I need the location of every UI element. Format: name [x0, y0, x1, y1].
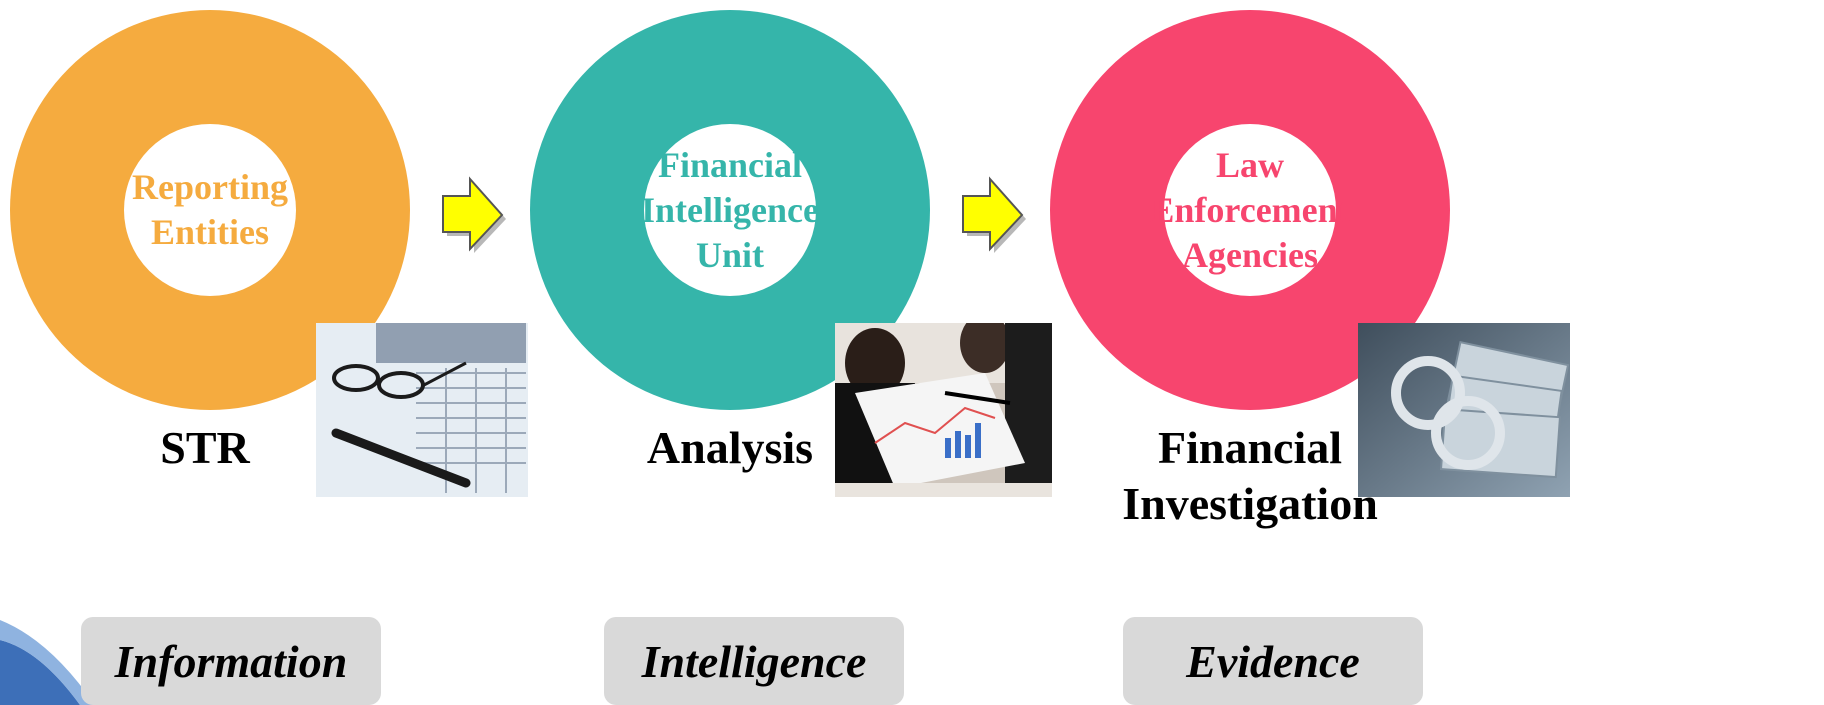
- information-box: Information: [81, 617, 381, 705]
- analysis-label: Analysis: [646, 422, 814, 473]
- fiu-label: Financial Intelligence Unit: [641, 144, 819, 275]
- arrow-right-icon: [442, 176, 506, 253]
- handcuffs-money-photo: [1358, 323, 1570, 497]
- law-enforcement-ring: Law Enforcement Agencies: [1050, 10, 1450, 410]
- reporting-entities-label: Reporting Entities: [132, 167, 288, 252]
- intelligence-box: Intelligence: [604, 617, 904, 705]
- str-label: STR: [160, 422, 250, 473]
- business-meeting-chart-photo: [835, 323, 1052, 497]
- arrow-right-icon: [962, 176, 1026, 253]
- law-enforcement-core: Law Enforcement Agencies: [1150, 124, 1350, 296]
- reporting-entities-core: Reporting Entities: [124, 124, 296, 296]
- evidence-box: Evidence: [1123, 617, 1423, 705]
- fiu-core: Financial Intelligence Unit: [641, 124, 819, 296]
- documents-glasses-pen-photo: [316, 323, 528, 497]
- financial-investigation-label: Financial Investigation: [1122, 422, 1378, 529]
- corner-decoration: [0, 620, 95, 705]
- law-enforcement-label: Law Enforcement Agencies: [1150, 144, 1350, 275]
